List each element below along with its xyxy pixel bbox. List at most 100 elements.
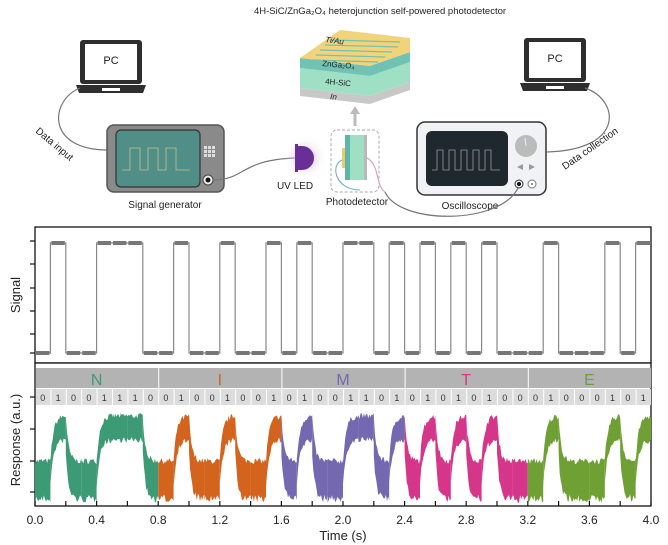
bit-label: 1	[102, 393, 107, 403]
signal-bit-level	[267, 241, 281, 245]
response-segment	[543, 415, 559, 488]
bit-label: 1	[348, 393, 353, 403]
bit-cell	[498, 389, 513, 405]
bit-label: 0	[518, 393, 523, 403]
response-segment	[96, 413, 112, 488]
bit-label: 0	[441, 393, 446, 403]
bit-cell	[143, 389, 159, 405]
bit-label: 0	[240, 393, 245, 403]
signal-bit-level	[374, 351, 389, 355]
letter-cell	[159, 368, 282, 388]
bit-label: 0	[40, 393, 45, 403]
response-segment	[189, 413, 205, 502]
bit-cell	[251, 389, 266, 405]
x-tick-label: 1.6	[273, 513, 290, 527]
bit-cell	[328, 389, 343, 405]
signal-bit-level	[82, 351, 96, 355]
bit-label: 0	[333, 393, 338, 403]
bit-label: 1	[302, 393, 307, 403]
response-segment	[635, 415, 651, 484]
signal-bit-level	[282, 351, 296, 355]
letter-cell	[282, 368, 405, 388]
response-segment	[373, 415, 390, 502]
signal-bit-level	[636, 241, 650, 245]
device-title: 4H-SiC/ZnGa₂O₄ heterojunction self-power…	[254, 6, 506, 17]
signal-bit-level	[236, 351, 250, 355]
bit-cell	[513, 389, 528, 405]
signal-bit-level	[328, 351, 342, 355]
x-tick-label: 2.8	[458, 513, 475, 527]
bit-cell	[405, 389, 420, 405]
signal-bit-level	[251, 351, 265, 355]
bit-label: 0	[287, 393, 292, 403]
letter-label: E	[584, 372, 595, 389]
signal-bit-level	[36, 351, 50, 355]
uv-led-label: UV LED	[277, 181, 313, 192]
data-input-label: Data input	[33, 126, 75, 164]
response-segment	[142, 418, 159, 503]
bit-label: 1	[271, 393, 276, 403]
response-segment	[112, 413, 128, 443]
bit-label: 0	[317, 393, 322, 403]
signal-bit-level	[220, 241, 235, 245]
response-segment	[312, 415, 328, 502]
signal-bit-level	[51, 241, 65, 245]
x-tick-label: 0.4	[88, 513, 105, 527]
data-collection-cable	[546, 87, 610, 153]
signal-bit-level	[205, 351, 219, 355]
signal-bit-level	[143, 351, 158, 355]
signal-y-ticks	[30, 240, 35, 354]
bit-label: 1	[179, 393, 184, 403]
response-y-ticks	[30, 396, 35, 493]
response-segment	[620, 417, 636, 502]
bit-cell	[82, 389, 97, 405]
letter-cell	[405, 368, 528, 388]
photodetector-label: Photodetector	[326, 197, 389, 208]
response-segment	[404, 415, 420, 501]
response-segment	[527, 458, 544, 503]
x-tick-label: 3.2	[519, 513, 536, 527]
bit-cell	[113, 389, 128, 405]
signal-bit-level	[513, 351, 527, 355]
bit-cell	[390, 389, 405, 405]
data-input-cable	[58, 87, 109, 151]
bit-cell	[128, 389, 143, 405]
bit-label: 1	[133, 393, 138, 403]
bit-cell	[605, 389, 621, 405]
bit-cell	[159, 389, 174, 405]
response-segment	[389, 415, 405, 483]
bit-cell	[544, 389, 559, 405]
x-tick-label: 1.2	[211, 513, 228, 527]
signal-bit-level	[528, 351, 543, 355]
bit-label: 0	[410, 393, 415, 403]
bit-label: 0	[210, 393, 215, 403]
bit-cell	[528, 389, 544, 405]
letter-label: N	[91, 372, 103, 389]
bit-cell	[482, 389, 497, 405]
bit-label: 1	[610, 393, 615, 403]
layer-label-in: In	[330, 92, 338, 102]
signal-ylabel: Signal	[8, 277, 23, 313]
signal-bit-level	[436, 351, 450, 355]
response-segment	[81, 458, 97, 503]
layer-label-4hsic: 4H-SiC	[325, 77, 352, 88]
oscilloscope-cable	[384, 187, 519, 217]
bit-label: 1	[117, 393, 122, 403]
response-segment	[219, 414, 236, 483]
bit-label: 0	[379, 393, 384, 403]
response-segment	[343, 414, 359, 484]
response-segment	[173, 414, 189, 486]
bit-cell	[97, 389, 112, 405]
response-segment	[481, 415, 497, 485]
response-segment	[250, 458, 266, 503]
response-ylabel: Response (a.u.)	[8, 394, 23, 487]
signal-bit-level	[97, 241, 111, 245]
bit-label: 0	[471, 393, 476, 403]
bit-cell	[359, 389, 374, 405]
bit-label: 0	[86, 393, 91, 403]
response-segment	[50, 415, 66, 484]
signal-bit-level	[451, 241, 466, 245]
bit-label: 0	[595, 393, 600, 403]
